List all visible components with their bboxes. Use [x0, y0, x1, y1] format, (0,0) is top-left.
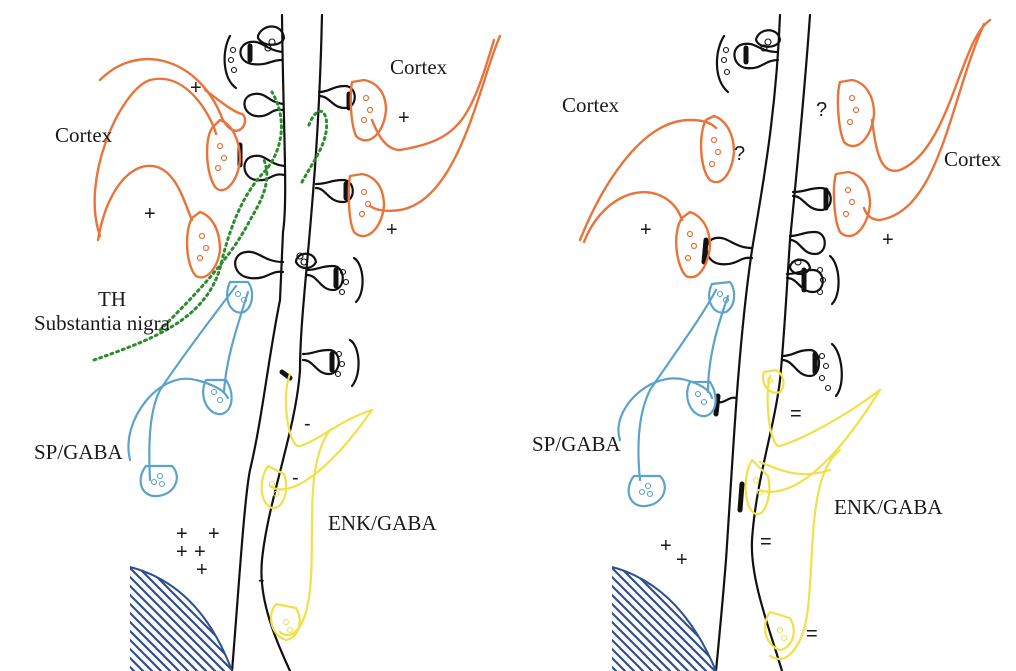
hatch-line: [199, 565, 309, 671]
plus-sign: +: [640, 219, 652, 241]
plus-sign: +: [208, 523, 220, 545]
hatch-line: [519, 565, 629, 671]
plus-sign: +: [144, 203, 156, 225]
hatch-line: [699, 565, 809, 671]
label-substantia-nigra: Substantia nigra: [34, 311, 171, 335]
hatch-line: [73, 565, 183, 671]
hatch-line: [226, 565, 336, 671]
right-cortex-axon-right2: [864, 24, 984, 220]
plus-sign: +: [676, 549, 688, 571]
label-sp-gaba: SP/GABA: [34, 440, 124, 464]
plus-sign: +: [176, 541, 188, 563]
right-dendrite-shaft-right: [752, 15, 810, 671]
hatch-line: [10, 565, 120, 671]
label-th: TH: [98, 287, 126, 311]
right-sp-gaba-fiber: [618, 378, 712, 440]
left-spine: [235, 252, 283, 278]
right-enk-gaba-fiber: [768, 376, 880, 446]
plus-sign: +: [398, 107, 410, 129]
question-mark: ?: [816, 99, 827, 121]
question-mark: ?: [734, 143, 745, 165]
right-panel: Cortex Cortex SP/GABA ENK/GABA ? ? + + +…: [492, 15, 1002, 671]
right-spine: [707, 238, 752, 264]
hatch-line: [555, 565, 665, 671]
right-enk-gaba-bouton: [746, 460, 770, 514]
left-black-terminal: [350, 340, 359, 386]
left-black-terminal: [258, 27, 284, 45]
label-enk-gaba: ENK/GABA: [328, 511, 437, 535]
sp-gaba-fiber: [128, 379, 228, 460]
equals-sign: =: [760, 531, 772, 553]
right-spine: [790, 232, 825, 254]
label-sp-gaba: SP/GABA: [532, 432, 622, 456]
left-panel: Cortex Cortex TH Substantia nigra SP/GAB…: [10, 15, 500, 671]
hatch-line: [262, 565, 372, 671]
label-cortex-left: Cortex: [562, 93, 620, 117]
cortex-axon-upper: [100, 59, 245, 131]
hatch-line: [501, 565, 611, 671]
equals-sign: =: [790, 403, 802, 425]
cortex-bouton-right1: [351, 80, 386, 140]
hatch-line: [28, 565, 138, 671]
hatch-line: [546, 565, 656, 671]
right-psd: [704, 240, 706, 262]
plus-sign: +: [660, 535, 672, 557]
right-sp-gaba-fiber: [708, 296, 728, 392]
right-black-terminal: [717, 36, 728, 92]
left-black-terminal: [354, 258, 363, 302]
hatch-line: [55, 565, 165, 671]
hatch-line: [744, 565, 854, 671]
hatch-line: [510, 565, 620, 671]
equals-sign: =: [806, 623, 818, 645]
hatch-line: [681, 565, 791, 671]
plus-sign: +: [386, 219, 398, 241]
hatch-line: [537, 565, 647, 671]
minus-sign: -: [292, 467, 299, 489]
hatch-line: [37, 565, 147, 671]
minus-sign: -: [258, 569, 265, 591]
minus-sign: -: [304, 413, 311, 435]
hatch-line: [235, 565, 345, 671]
right-psd: [740, 484, 742, 510]
hatch-line: [690, 565, 800, 671]
label-cortex-lower: Cortex: [55, 123, 113, 147]
hatch-line: [492, 565, 602, 671]
right-dendrite-shaft-left: [716, 15, 780, 671]
right-black-terminal: [830, 256, 839, 304]
hatch-line: [280, 565, 390, 671]
label-cortex-upper: Cortex: [390, 55, 448, 79]
hatch-line: [528, 565, 638, 671]
hatch-line: [46, 565, 156, 671]
hatch-line: [64, 565, 174, 671]
plus-sign: +: [190, 77, 202, 99]
sp-gaba-bouton: [227, 282, 252, 313]
cortex-bouton-left2: [187, 212, 220, 277]
plus-sign: +: [882, 229, 894, 251]
hatch-line: [762, 565, 872, 671]
sp-gaba-fiber: [224, 292, 248, 392]
hatch-line: [19, 565, 129, 671]
right-sp-gaba-bouton: [629, 476, 665, 506]
plus-sign: +: [196, 559, 208, 581]
hatch-line: [726, 565, 836, 671]
right-black-terminal: [832, 344, 842, 396]
enk-gaba-fiber: [280, 430, 330, 635]
label-enk-gaba: ENK/GABA: [834, 495, 943, 519]
hatch-line: [271, 565, 381, 671]
label-cortex-right: Cortex: [944, 147, 1002, 171]
sp-gaba-bouton: [141, 466, 177, 496]
hatch-line: [289, 565, 399, 671]
